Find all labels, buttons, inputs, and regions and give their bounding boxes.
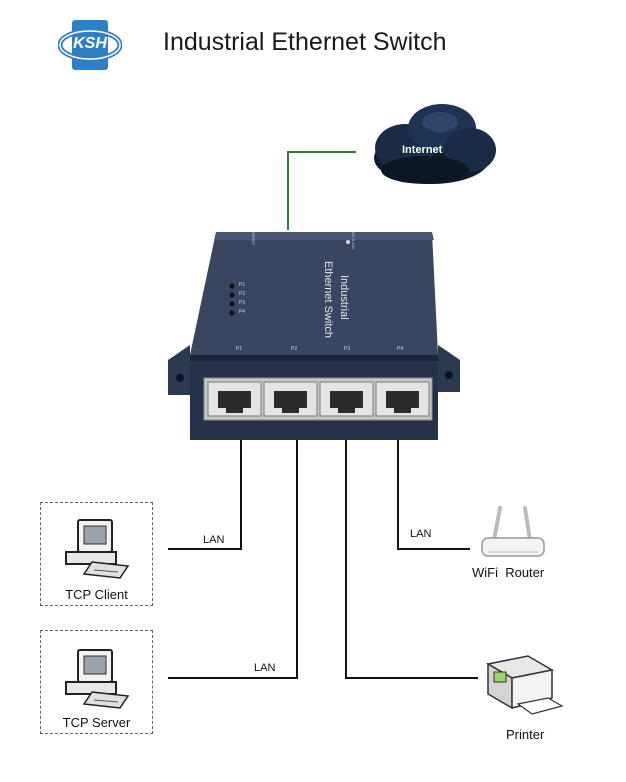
switch-label-line2: Ethernet Switch xyxy=(322,261,334,339)
tcp-client-box: TCP Client xyxy=(40,502,153,606)
port-label-p4: P4 xyxy=(397,346,404,352)
logo: KSH xyxy=(58,16,122,74)
reset-label: RESET xyxy=(251,232,256,246)
led-label-p1: P1 xyxy=(239,282,246,288)
cable-printer xyxy=(345,420,478,679)
printer-icon xyxy=(485,655,564,715)
power-label: DC 5-24V xyxy=(351,232,356,250)
tcp-server-label: TCP Server xyxy=(62,715,131,730)
uplink-cable xyxy=(287,151,356,230)
tcp-server-box: TCP Server xyxy=(40,630,153,734)
switch-top-label: Industrial Ethernet Switch xyxy=(300,261,360,345)
wifi-router-label: WiFi Router xyxy=(472,565,545,580)
pc-icon-client xyxy=(65,519,130,579)
cloud-icon xyxy=(374,104,496,184)
cable-router xyxy=(397,420,470,550)
switch-device xyxy=(168,232,460,440)
cable-client xyxy=(168,420,242,550)
logo-icon xyxy=(58,20,122,70)
cloud-label: Internet xyxy=(402,144,443,156)
tcp-client-label: TCP Client xyxy=(65,587,128,602)
lan-label-router: LAN xyxy=(410,528,432,540)
port-label-p2: P2 xyxy=(291,346,298,352)
lan-label-client: LAN xyxy=(203,534,225,546)
led-label-p2: P2 xyxy=(239,291,246,297)
page-title: Industrial Ethernet Switch xyxy=(163,28,447,56)
wifi-router-icon xyxy=(481,506,545,557)
led-label-p4: P4 xyxy=(239,309,246,315)
led-label-p3: P3 xyxy=(239,300,246,306)
pc-icon-server xyxy=(65,649,130,709)
cable-server xyxy=(168,420,298,679)
lan-label-server: LAN xyxy=(254,662,276,674)
switch-label-line1: Industrial xyxy=(338,275,350,320)
port-label-p1: P1 xyxy=(236,346,243,352)
port-label-p3: P3 xyxy=(344,346,351,352)
logo-text: KSH xyxy=(73,35,107,52)
printer-label: Printer xyxy=(506,727,545,742)
